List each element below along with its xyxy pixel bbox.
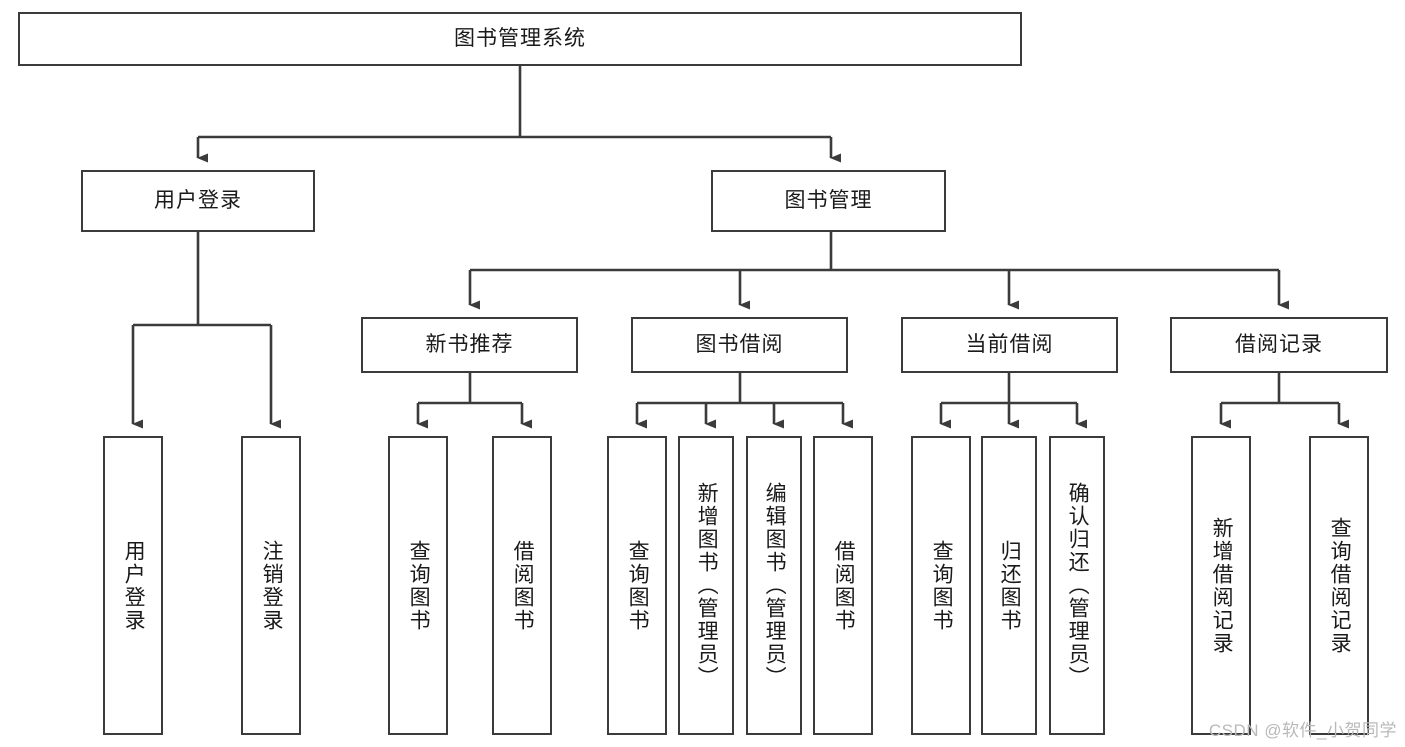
node-root-system[interactable]: 图书管理系统 — [18, 12, 1022, 66]
leaf-label: 注销登录 — [260, 539, 284, 632]
leaf-book-borrow-add-admin[interactable]: 新增图书（管理员） — [678, 436, 734, 735]
leaf-new-book-query[interactable]: 查询图书 — [388, 436, 448, 735]
node-borrow-record[interactable]: 借阅记录 — [1170, 317, 1388, 373]
node-new-book-recommend[interactable]: 新书推荐 — [361, 317, 578, 373]
leaf-label: 借阅图书 — [511, 539, 535, 632]
leaf-label: 查询借阅记录 — [1328, 516, 1352, 655]
node-book-borrow[interactable]: 图书借阅 — [631, 317, 848, 373]
watermark: CSDN @软件_小贺同学 — [1208, 721, 1397, 740]
leaf-label: 归还图书 — [998, 539, 1022, 632]
leaf-book-borrow-edit-admin[interactable]: 编辑图书（管理员） — [746, 436, 802, 735]
leaf-label: 新增借阅记录 — [1210, 516, 1234, 655]
leaf-borrow-record-query[interactable]: 查询借阅记录 — [1309, 436, 1369, 735]
node-book-management[interactable]: 图书管理 — [711, 170, 946, 232]
leaf-label: 查询图书 — [626, 539, 650, 632]
leaf-book-borrow-borrow[interactable]: 借阅图书 — [813, 436, 873, 735]
leaf-user-login-login[interactable]: 用户登录 — [103, 436, 163, 735]
leaf-label: 编辑图书（管理员） — [763, 482, 787, 689]
leaf-label: 查询图书 — [407, 539, 431, 632]
leaf-borrow-record-add[interactable]: 新增借阅记录 — [1191, 436, 1251, 735]
leaf-label: 新增图书（管理员） — [695, 482, 719, 689]
leaf-current-borrow-confirm-admin[interactable]: 确认归还（管理员） — [1049, 436, 1105, 735]
leaf-new-book-borrow[interactable]: 借阅图书 — [492, 436, 552, 735]
leaf-book-borrow-query[interactable]: 查询图书 — [607, 436, 667, 735]
leaf-label: 用户登录 — [122, 539, 146, 632]
leaf-current-borrow-query[interactable]: 查询图书 — [911, 436, 971, 735]
leaf-label: 查询图书 — [930, 539, 954, 632]
leaf-label: 借阅图书 — [832, 539, 856, 632]
leaf-current-borrow-return[interactable]: 归还图书 — [981, 436, 1037, 735]
node-user-login[interactable]: 用户登录 — [81, 170, 315, 232]
node-current-borrow[interactable]: 当前借阅 — [901, 317, 1118, 373]
leaf-user-login-logout[interactable]: 注销登录 — [241, 436, 301, 735]
leaf-label: 确认归还（管理员） — [1066, 482, 1090, 689]
